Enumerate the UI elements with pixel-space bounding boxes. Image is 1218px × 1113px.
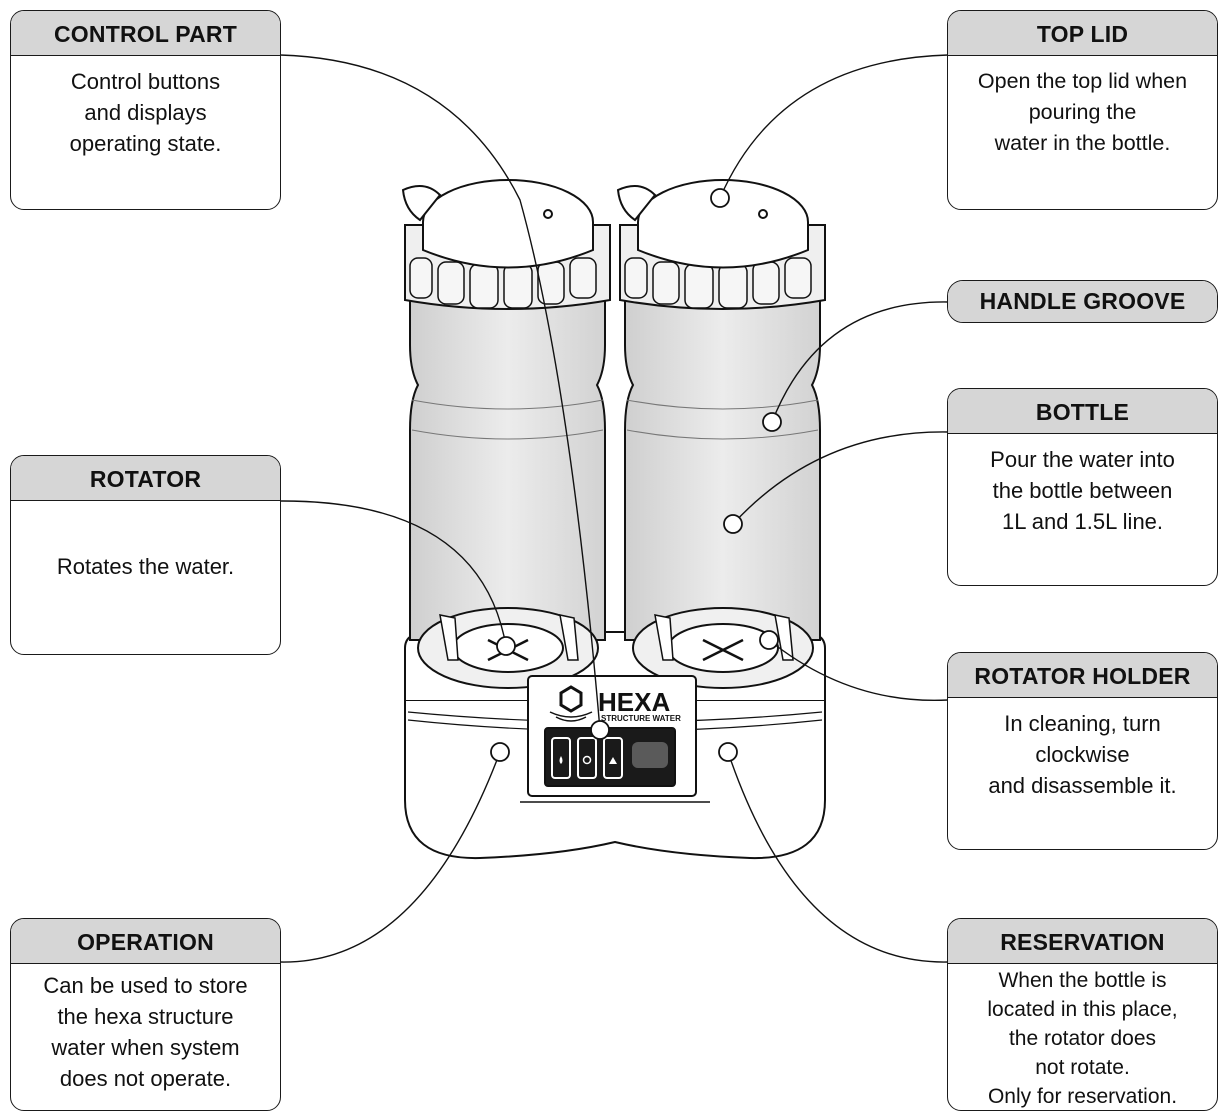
leader-top-lid	[719, 54, 949, 199]
callout-operation: OPERATION Can be used to store the hexa …	[10, 918, 281, 1111]
logo-text: HEXA	[598, 687, 670, 717]
callout-title: ROTATOR	[11, 456, 280, 501]
leader-lines	[279, 54, 949, 963]
callout-title: TOP LID	[948, 11, 1217, 56]
leader-rotator	[279, 500, 507, 647]
display-screen	[632, 742, 668, 768]
leader-reservation	[727, 751, 949, 963]
callout-control-part: CONTROL PART Control buttons and display…	[10, 10, 281, 210]
right-bottle	[616, 179, 826, 689]
callout-text: Control buttons and displays operating s…	[69, 69, 222, 156]
callout-reservation: RESERVATION When the bottle is located i…	[947, 918, 1218, 1111]
leader-bottle	[732, 431, 949, 525]
callout-text: When the bottle is located in this place…	[987, 969, 1178, 1108]
callout-title: ROTATOR HOLDER	[948, 653, 1217, 698]
callout-title: RESERVATION	[948, 919, 1217, 964]
leader-rotator-holder	[768, 639, 949, 702]
callout-title: HANDLE GROOVE	[948, 281, 1217, 322]
logo-subtext: STRUCTURE WATER	[601, 714, 681, 723]
circle-button-icon	[577, 737, 597, 779]
left-bottle	[401, 179, 611, 689]
pointer-dots	[490, 188, 782, 762]
callout-text: Open the top lid when pouring the water …	[977, 69, 1188, 155]
callout-rotator: ROTATOR Rotates the water.	[10, 455, 281, 655]
leader-control-part	[279, 54, 601, 731]
callout-title: CONTROL PART	[11, 11, 280, 56]
callout-top-lid: TOP LID Open the top lid when pouring th…	[947, 10, 1218, 210]
leader-operation	[279, 751, 501, 963]
callout-text: Can be used to store the hexa structure …	[43, 973, 248, 1091]
callout-text: Rotates the water.	[56, 554, 235, 579]
callout-title: OPERATION	[11, 919, 280, 964]
hexagon-logo-icon	[559, 685, 583, 713]
callout-text: Pour the water into the bottle between 1…	[990, 447, 1175, 534]
callout-text: In cleaning, turn clockwise and disassem…	[988, 711, 1177, 798]
callout-handle-groove: HANDLE GROOVE	[947, 280, 1218, 323]
callout-rotator-holder: ROTATOR HOLDER In cleaning, turn clockwi…	[947, 652, 1218, 850]
leader-handle-groove	[771, 301, 949, 423]
callout-title: BOTTLE	[948, 389, 1217, 434]
control-panel	[520, 675, 710, 803]
callout-bottle: BOTTLE Pour the water into the bottle be…	[947, 388, 1218, 586]
